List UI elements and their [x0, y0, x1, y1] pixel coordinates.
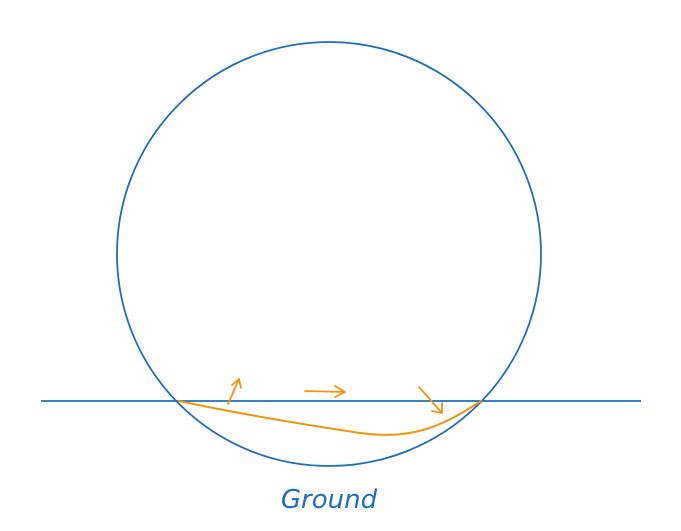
arrow-down-right-icon — [418, 386, 443, 414]
wheel-circle — [116, 41, 542, 467]
arrow-right-icon — [304, 385, 346, 398]
contact-path-curve — [178, 400, 482, 436]
ground-label: Ground — [281, 485, 378, 515]
arrow-up-right-icon — [227, 378, 242, 405]
